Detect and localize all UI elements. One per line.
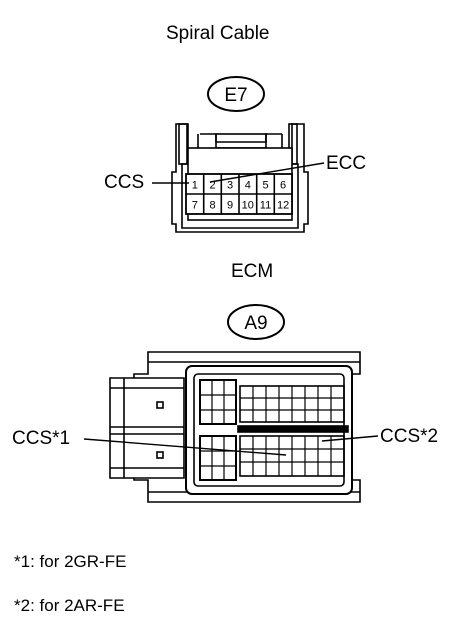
ccs-2-leader-line <box>321 435 379 442</box>
pin-7: 7 <box>192 200 198 212</box>
spiral-cable-connector <box>171 123 309 233</box>
a9-badge: A9 <box>227 304 285 340</box>
ccs-1-label: CCS*1 <box>12 428 71 449</box>
ecm-pin-grid-upper <box>199 379 345 425</box>
ecm-title: ECM <box>231 261 274 282</box>
spiral-cable-title: Spiral Cable <box>166 23 270 44</box>
footnote-1: *1: for 2GR-FE <box>14 552 127 571</box>
a9-badge-text: A9 <box>244 313 267 334</box>
ecc-leader-line <box>209 162 325 183</box>
pin-2: 2 <box>209 180 215 192</box>
footnote-2: *2: for 2AR-FE <box>14 596 125 615</box>
pin-8: 8 <box>209 200 215 212</box>
pin-5: 5 <box>262 180 268 192</box>
pin-4: 4 <box>245 180 251 192</box>
pin-6: 6 <box>280 180 286 192</box>
pin-9: 9 <box>227 200 233 212</box>
e7-badge-text: E7 <box>224 85 247 106</box>
pin-1: 1 <box>192 180 198 192</box>
spiral-pins-top: 1 2 3 4 5 6 <box>192 180 286 192</box>
pin-10: 10 <box>242 200 254 212</box>
ccs-label: CCS <box>104 172 145 193</box>
pin-3: 3 <box>227 180 233 192</box>
spiral-pins-bottom: 7 8 9 10 11 12 <box>192 200 289 212</box>
ccs-1-leader-line <box>83 438 287 456</box>
ecm-pin-grid-lower <box>199 435 345 481</box>
ecc-label: ECC <box>326 153 367 174</box>
pin-11: 11 <box>260 200 271 212</box>
pin-12: 12 <box>277 200 289 212</box>
e7-badge: E7 <box>207 76 265 112</box>
ccs-2-label: CCS*2 <box>380 426 439 447</box>
